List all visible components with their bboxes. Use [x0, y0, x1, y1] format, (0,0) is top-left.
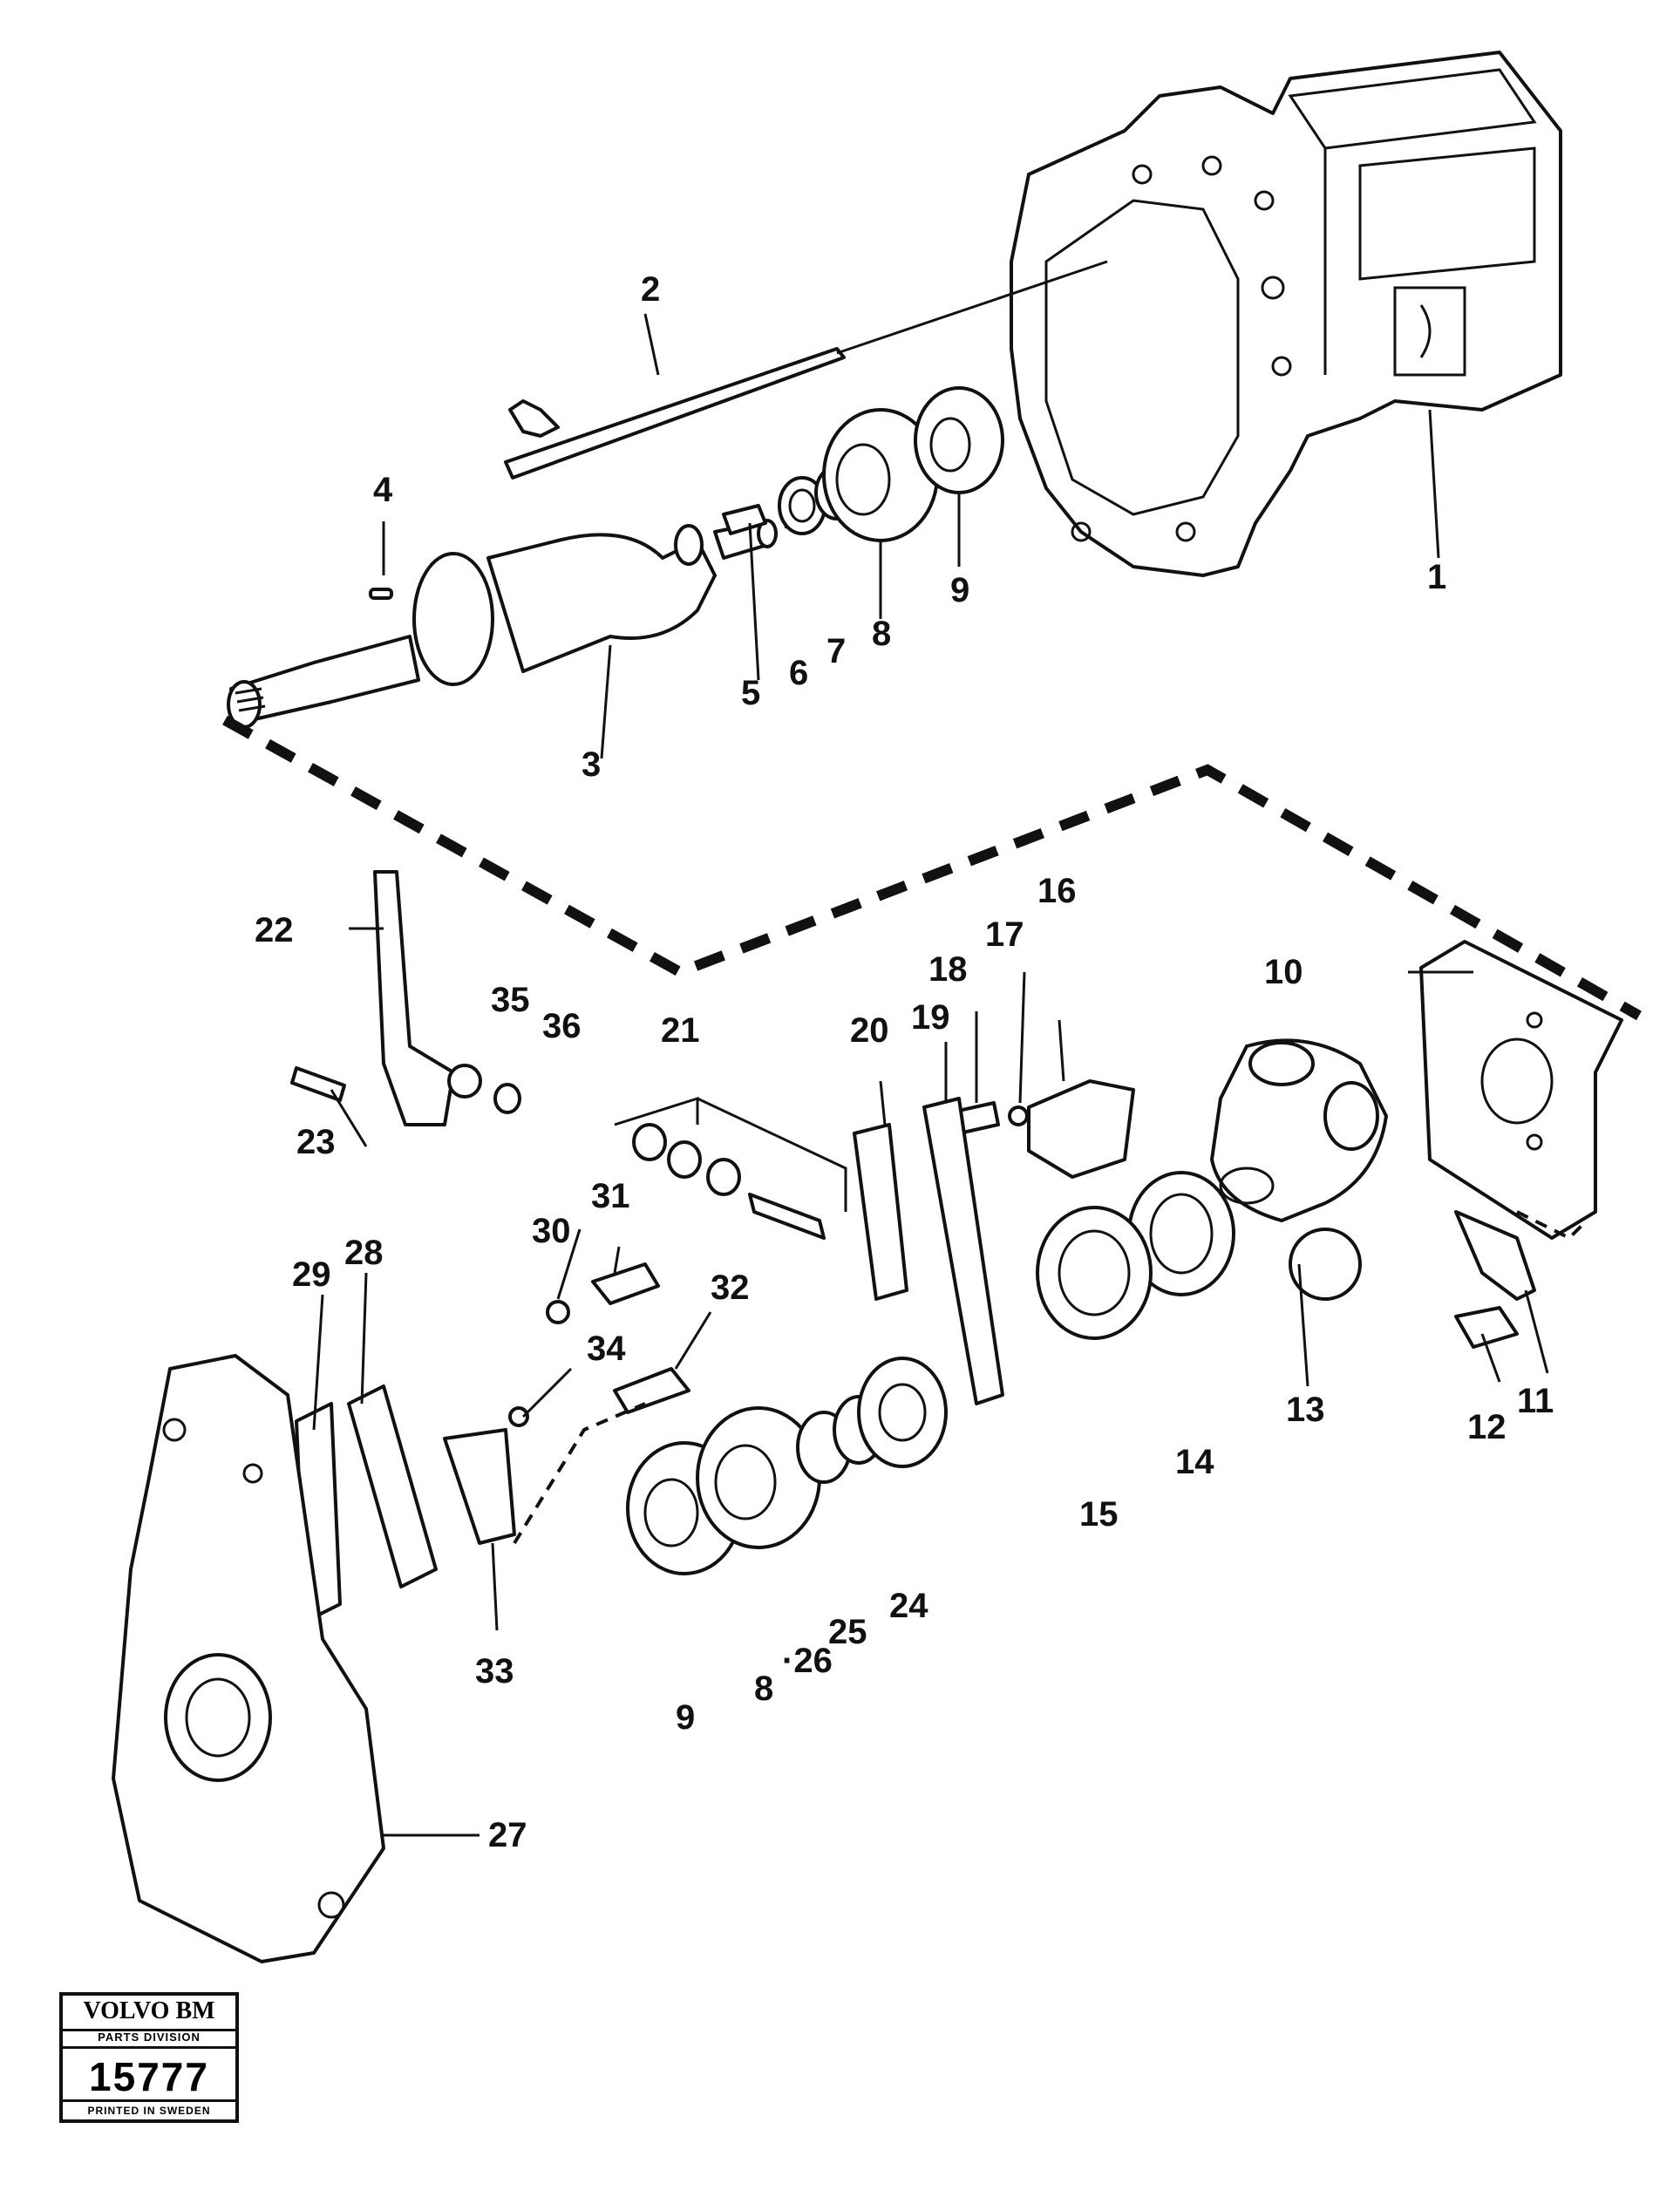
label-33: 33 [475, 1652, 514, 1690]
ring-35 [447, 1064, 482, 1099]
pin-23 [290, 1066, 346, 1102]
label-25: 25 [828, 1613, 867, 1651]
label-29: 29 [292, 1255, 331, 1294]
gearbox-housing [1010, 51, 1562, 577]
fork-16 [1027, 1079, 1135, 1179]
label-23: 23 [296, 1123, 336, 1161]
label-9-lower: 9 [676, 1698, 695, 1737]
volvo-bm-logo-block: VOLVO BM PARTS DIVISION 15777 PRINTED IN… [59, 1992, 239, 2123]
item-11 [1454, 1210, 1536, 1301]
part-labels: 1 2 3 4 5 6 7 8 9 10 11 12 13 14 15 16 1… [255, 270, 1554, 1854]
diagram-number: 15777 [89, 2054, 209, 2099]
valve-body-13 [1210, 1038, 1388, 1301]
label-30: 30 [532, 1212, 571, 1250]
label-8: 8 [872, 615, 891, 653]
selector-shaft [504, 260, 1108, 480]
washer-17 [1008, 1105, 1029, 1126]
label-26: ·26 [782, 1642, 833, 1680]
label-8-lower: 8 [754, 1670, 773, 1708]
label-36: 36 [542, 1007, 582, 1045]
label-35: 35 [491, 981, 530, 1019]
label-32: 32 [711, 1269, 750, 1307]
lever-22 [373, 870, 455, 1126]
label-7: 7 [826, 632, 846, 670]
label-2: 2 [641, 270, 660, 309]
camshaft [227, 491, 890, 729]
label-34: 34 [587, 1330, 626, 1368]
label-27: 27 [488, 1816, 527, 1854]
lever-19 [922, 1097, 1004, 1405]
label-6: 6 [789, 654, 808, 692]
label-22: 22 [255, 911, 294, 949]
assembly-dashed-line [222, 715, 1642, 1021]
label-5: 5 [741, 674, 760, 712]
label-12: 12 [1467, 1408, 1507, 1446]
logo-footer: PRINTED IN SWEDEN [63, 2099, 235, 2119]
linkage-21 [614, 1096, 847, 1240]
item-34 [508, 1406, 529, 1427]
end-cover-27 [112, 1354, 385, 1963]
bracket-10 [1419, 940, 1623, 1240]
label-18: 18 [928, 950, 968, 989]
leader-lines [312, 313, 1549, 1837]
label-19: 19 [911, 998, 950, 1037]
circlip-36 [493, 1083, 521, 1114]
label-10: 10 [1264, 953, 1303, 991]
label-1: 1 [1427, 558, 1446, 596]
bolt-12 [1454, 1306, 1519, 1349]
label-11: 11 [1517, 1382, 1554, 1420]
lever-20 [853, 1123, 908, 1301]
bolt-31 [591, 1262, 660, 1305]
label-20: 20 [850, 1011, 889, 1050]
label-3: 3 [582, 745, 601, 784]
label-21: 21 [661, 1011, 700, 1050]
bolt-32 [613, 1367, 690, 1414]
label-17: 17 [985, 915, 1024, 954]
label-24: 24 [889, 1587, 928, 1625]
plate-28 [347, 1384, 438, 1588]
label-16: 16 [1037, 872, 1077, 910]
washer-30 [546, 1300, 570, 1324]
lower-bearing-stack [626, 1357, 948, 1575]
upper-bearing-stack [722, 386, 1004, 542]
label-31: 31 [591, 1177, 630, 1215]
logo-brand: VOLVO BM [63, 1996, 235, 2031]
clip-33 [443, 1428, 516, 1545]
label-13: 13 [1286, 1391, 1325, 1429]
ring-15 [1036, 1206, 1153, 1340]
label-28: 28 [344, 1234, 384, 1272]
label-9: 9 [950, 571, 969, 609]
logo-division: PARTS DIVISION [63, 2029, 235, 2049]
pin-4 [369, 588, 393, 600]
label-4: 4 [373, 471, 393, 509]
label-14: 14 [1175, 1443, 1214, 1481]
label-15: 15 [1079, 1495, 1119, 1534]
